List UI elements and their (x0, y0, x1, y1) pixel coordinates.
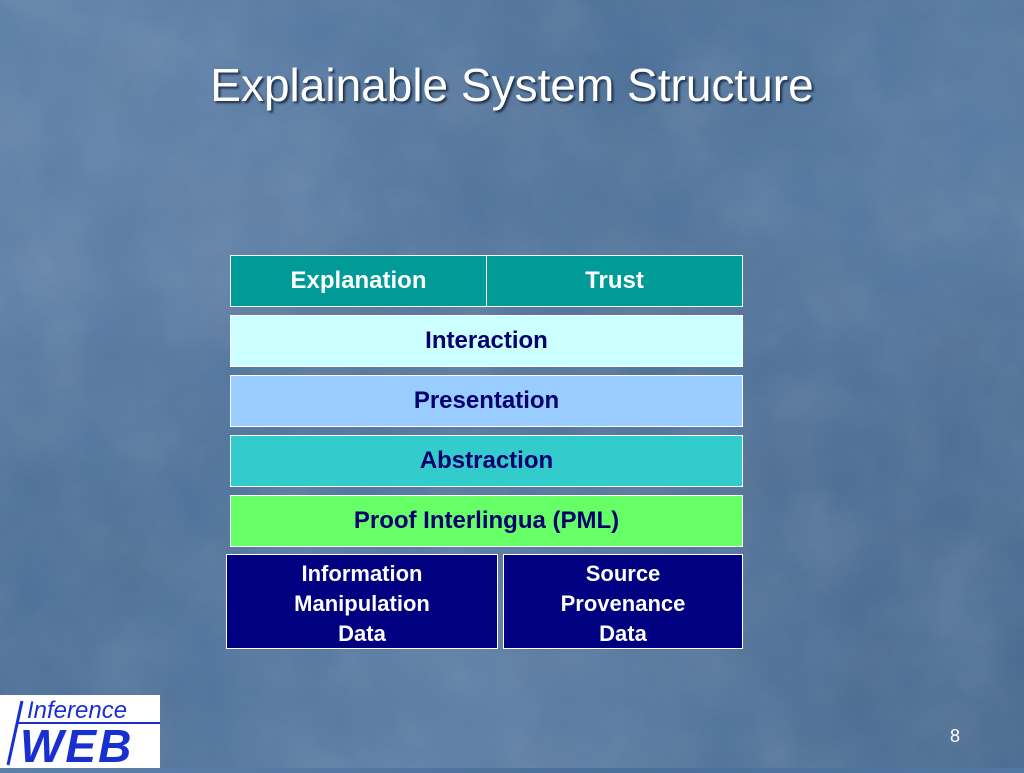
information-manipulation-data-box: Information Manipulation Data (226, 554, 498, 649)
explanation-label: Explanation (290, 267, 427, 294)
slide-title: Explainable System Structure (210, 59, 814, 111)
trust-box: Trust (486, 255, 743, 307)
explanation-box: Explanation (230, 255, 487, 307)
presentation-layer: Presentation (230, 375, 743, 427)
logo-text-inference: Inference (27, 697, 128, 724)
source-line-2: Provenance (560, 591, 686, 616)
info-line-1: Information (301, 561, 423, 586)
source-line-1: Source (585, 561, 661, 586)
source-provenance-data-box: Source Provenance Data (503, 554, 743, 649)
logo-lines (6, 700, 160, 766)
abstraction-layer: Abstraction (230, 435, 743, 487)
interaction-label: Interaction (425, 327, 548, 354)
source-line-3: Data (599, 621, 647, 646)
logo-text-web: WEB (20, 720, 134, 772)
page-number: 8 (949, 726, 960, 746)
info-line-3: Data (338, 621, 386, 646)
abstraction-label: Abstraction (419, 447, 554, 474)
proof-interlingua-label: Proof Interlingua (PML) (353, 507, 620, 534)
info-line-2: Manipulation (294, 591, 430, 616)
inference-web-logo: Inference WEB (0, 695, 160, 772)
presentation-label: Presentation (413, 387, 560, 414)
trust-label: Trust (585, 267, 644, 294)
interaction-layer: Interaction (230, 315, 743, 367)
proof-interlingua-layer: Proof Interlingua (PML) (230, 495, 743, 547)
